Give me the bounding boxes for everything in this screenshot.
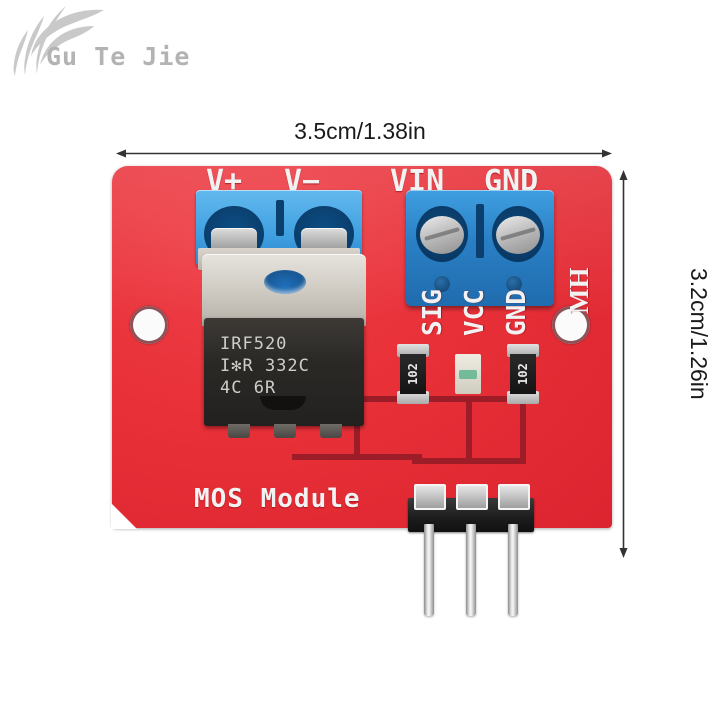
terminal-screw <box>496 216 540 254</box>
mosfet-marking-line3: 4C 6R <box>220 378 277 398</box>
width-dimension-arrow <box>116 149 612 158</box>
mosfet-body: IRF520 I✻R 332C 4C 6R <box>204 318 364 426</box>
mosfet-lead <box>274 424 296 438</box>
pcb-trace <box>466 396 472 464</box>
terminal-screw <box>420 216 464 254</box>
header-pin-gnd <box>508 524 518 616</box>
smd-body: 102 <box>510 354 536 394</box>
smd-pad <box>397 344 429 357</box>
smd-led <box>455 348 481 400</box>
mosfet-mounting-hole <box>264 270 306 294</box>
height-dimension-label: 3.2cm/1.26in <box>684 268 716 458</box>
terminal-wire-hole <box>434 276 450 292</box>
pcb-trace <box>520 372 526 464</box>
smd-pad <box>397 391 429 404</box>
height-dimension-text: 3.2cm/1.26in <box>686 268 712 400</box>
mounting-hole-left <box>130 306 168 344</box>
smd-pad <box>507 391 539 404</box>
smd-resistor-left: 102 <box>397 344 429 404</box>
silkscreen-label-vcc: VCC <box>460 289 490 336</box>
smd-pad <box>507 344 539 357</box>
smd-resistor-code: 102 <box>406 363 420 385</box>
pcb-trace <box>354 396 524 402</box>
height-dimension-arrow <box>619 170 628 558</box>
mosfet-driver-board: V+ V− VIN GND IRF520 I✻R <box>111 164 612 532</box>
silkscreen-label-gnd-bottom: GND <box>502 289 532 336</box>
brand-name-text: Gu Te Jie <box>46 42 191 71</box>
silkscreen-label-sig: SIG <box>418 289 448 336</box>
smd-resistor-code: 102 <box>516 363 530 385</box>
terminal-divider <box>276 200 284 236</box>
mosfet-marking-line2: I✻R 332C <box>220 356 310 376</box>
smd-resistor-right: 102 <box>507 344 539 404</box>
header-solder-pad <box>414 484 446 510</box>
mosfet-marking-line1: IRF520 <box>220 334 288 354</box>
terminal-wire-hole <box>506 276 522 292</box>
terminal-wells <box>416 206 544 268</box>
header-solder-pad <box>498 484 530 510</box>
width-dimension-label: 3.5cm/1.38in <box>294 118 426 144</box>
mounting-hole-right <box>552 306 590 344</box>
mosfet-notch <box>260 396 306 410</box>
mosfet-lead <box>320 424 342 438</box>
pcb-trace <box>354 402 360 458</box>
board-chamfered-corner <box>111 503 137 529</box>
mosfet-lead <box>228 424 250 438</box>
screw-terminal-block-input <box>406 190 554 306</box>
led-window <box>459 370 477 379</box>
header-pin-sig <box>424 524 434 616</box>
brand-watermark: Gu Te Jie <box>8 4 208 84</box>
header-pin-vcc <box>466 524 476 616</box>
fan-swoosh-logo-icon <box>13 6 104 76</box>
pcb-trace <box>412 458 526 464</box>
led-body <box>455 354 481 394</box>
terminal-well <box>416 206 468 262</box>
silkscreen-vendor-mark: MH <box>564 267 594 315</box>
mosfet-heatsink-tab <box>202 254 366 326</box>
pcb-trace <box>292 454 422 460</box>
mosfet-irf520: IRF520 I✻R 332C 4C 6R <box>202 254 366 438</box>
silkscreen-product-name: MOS Module <box>194 484 361 514</box>
terminal-divider <box>476 204 484 258</box>
smd-body: 102 <box>400 354 426 394</box>
terminal-well <box>492 206 544 262</box>
header-solder-pad <box>456 484 488 510</box>
